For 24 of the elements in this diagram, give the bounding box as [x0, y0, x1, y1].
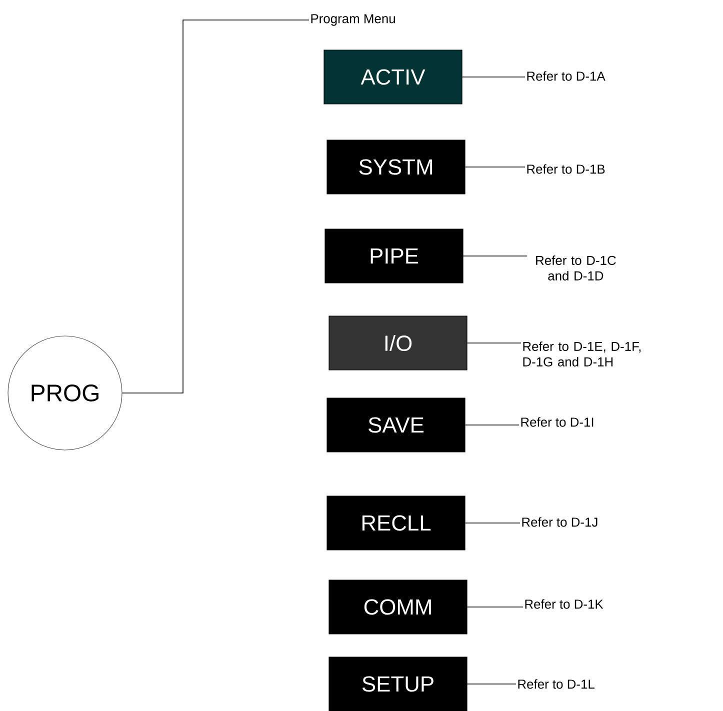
- connector-line: [122, 20, 310, 394]
- reference-note: Refer to D-1I: [521, 417, 594, 427]
- menu-button: PIPE: [324, 228, 464, 284]
- connector-line: [466, 606, 524, 608]
- connector-line: [466, 342, 522, 344]
- connector-line: [464, 522, 520, 524]
- menu-button: RECLL: [326, 496, 466, 550]
- connector-line: [462, 76, 526, 78]
- menu-button: ACTIV: [324, 50, 462, 104]
- menu-button: SETUP: [328, 656, 468, 711]
- reference-note: Refer to D-1K: [525, 599, 604, 609]
- reference-note: Refer to D-1A: [527, 71, 606, 81]
- reference-note: Refer to D-1J: [522, 517, 598, 527]
- reference-note: Refer to D-1B: [527, 164, 605, 174]
- reference-note: Refer to D-1E, D-1F, D-1G and D-1H: [523, 342, 641, 366]
- reference-note: Refer to D-1C and D-1D: [536, 256, 616, 280]
- menu-button: COMM: [328, 580, 468, 634]
- menu-button: SAVE: [326, 398, 466, 452]
- connector-line: [464, 166, 526, 168]
- menu-button: SYSTM: [326, 140, 466, 194]
- menu-title: Program Menu: [311, 14, 395, 26]
- reference-note: Refer to D-1L: [518, 679, 594, 689]
- menu-button: I/O: [328, 316, 468, 370]
- connector-line: [464, 424, 520, 426]
